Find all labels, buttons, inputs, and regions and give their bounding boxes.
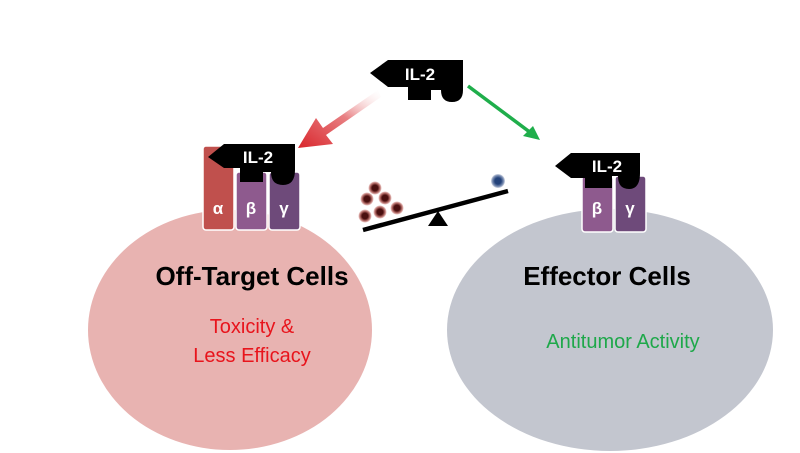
il2-dot xyxy=(378,191,392,205)
seesaw-beam xyxy=(362,188,509,233)
free-il2-label: IL-2 xyxy=(405,65,435,84)
off-target-cells-title: Off-Target Cells xyxy=(155,261,348,291)
less-efficacy-label: Less Efficacy xyxy=(193,345,310,367)
seesaw-fulcrum xyxy=(428,211,448,226)
balance-scale xyxy=(358,174,509,233)
beta-label: β xyxy=(246,199,256,218)
left-receptor-complex: α β γ IL-2 xyxy=(202,144,301,231)
il2-dot xyxy=(373,205,387,219)
off-target-cell xyxy=(88,210,372,450)
gamma-label: γ xyxy=(279,199,289,218)
il2-dot xyxy=(368,181,382,195)
antitumor-activity-label: Antitumor Activity xyxy=(546,331,699,353)
gamma-label-right: γ xyxy=(625,199,635,218)
effector-cells-title: Effector Cells xyxy=(523,261,691,291)
toxicity-label: Toxicity & xyxy=(210,316,295,338)
right-side-dot xyxy=(491,174,505,188)
il2-dot xyxy=(358,209,372,223)
beta-label-right: β xyxy=(592,199,602,218)
bound-il2-ligand xyxy=(208,144,295,185)
il2-dot xyxy=(360,192,374,206)
right-receptor-complex: β γ IL-2 xyxy=(555,153,647,233)
bound-il2-ligand-right xyxy=(555,153,640,189)
bound-il2-label-left: IL-2 xyxy=(243,148,273,167)
alpha-label: α xyxy=(213,199,224,218)
il2-dot xyxy=(390,201,404,215)
left-side-dots xyxy=(358,181,404,223)
red-arrow-icon xyxy=(298,90,381,148)
bound-il2-label-right: IL-2 xyxy=(592,157,622,176)
effector-cell xyxy=(447,209,773,451)
free-il2-ligand: IL-2 xyxy=(370,60,463,102)
green-arrow-icon xyxy=(466,84,540,140)
